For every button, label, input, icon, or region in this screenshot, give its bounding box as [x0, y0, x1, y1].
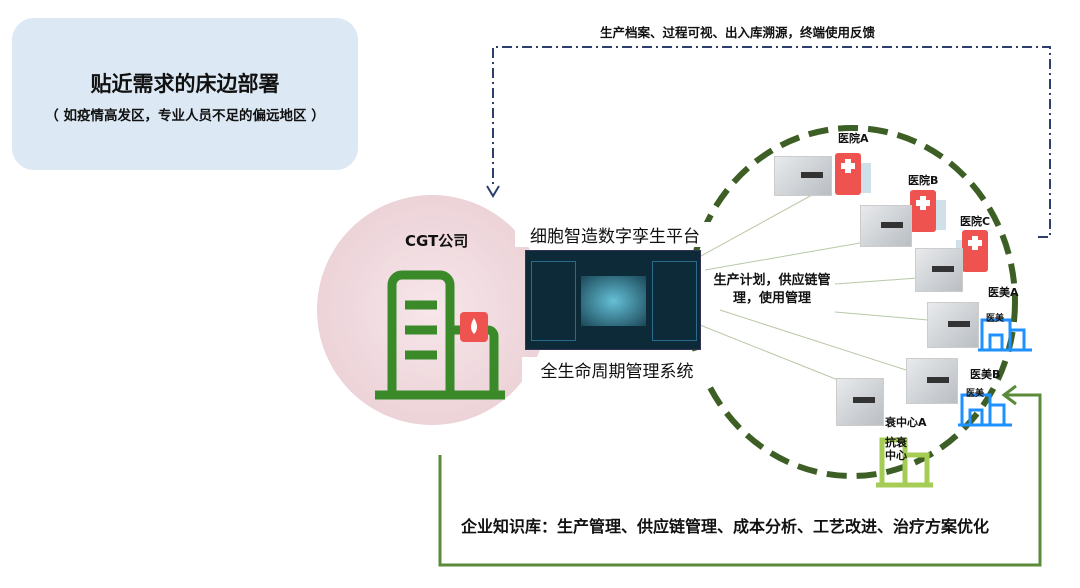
- dashboard-screenshot: [525, 250, 701, 350]
- device-center-a: [836, 378, 884, 426]
- platform-title: 细胞智造数字孪生平台: [515, 222, 715, 247]
- site-label: 衰中心A: [885, 416, 927, 429]
- site-label: 医院C: [960, 215, 991, 228]
- device-hospital-b: [860, 205, 912, 247]
- aesthetic-icons: [958, 318, 1032, 427]
- device-hospital-a: [774, 156, 832, 196]
- knowledge-base-label: 企业知识库：生产管理、供应链管理、成本分析、工艺改进、治疗方案优化: [460, 517, 989, 536]
- site-label: 医院A: [838, 132, 869, 145]
- device-aesthetic-a: [927, 302, 979, 348]
- distribution-lines: [689, 194, 929, 381]
- aesthetic-badge: 医美: [966, 389, 985, 399]
- feedback-arrow: [486, 185, 500, 198]
- platform-subtitle: 全生命周期管理系统: [522, 357, 712, 382]
- knowledge-loop-line: [438, 393, 1042, 567]
- company-name: CGT公司: [405, 232, 469, 250]
- center-building-icon: [876, 437, 933, 488]
- device-aesthetic-b: [906, 358, 958, 404]
- knowledge-arrow: [1001, 384, 1017, 406]
- deployment-title: 贴近需求的床边部署: [90, 72, 280, 96]
- deployment-panel: 贴近需求的床边部署 （ 如疫情高发区，专业人员不足的偏远地区 ）: [12, 18, 358, 170]
- deployment-subtitle: （ 如疫情高发区，专业人员不足的偏远地区 ）: [45, 108, 325, 124]
- site-label: 医美A: [988, 286, 1019, 299]
- site-label: 抗衰中心: [885, 436, 907, 462]
- building-icon: [375, 270, 505, 400]
- feedback-line: [492, 46, 1051, 238]
- aesthetic-badge: 医美: [986, 314, 1005, 324]
- plan-label: 生产计划，供应链管理，使用管理: [713, 273, 831, 306]
- site-label: 医院B: [908, 174, 939, 187]
- device-hospital-c: [915, 248, 963, 292]
- site-label: 医美B: [970, 368, 1001, 381]
- feedback-label: 生产档案、过程可视、出入库溯源，终端使用反馈: [600, 25, 876, 40]
